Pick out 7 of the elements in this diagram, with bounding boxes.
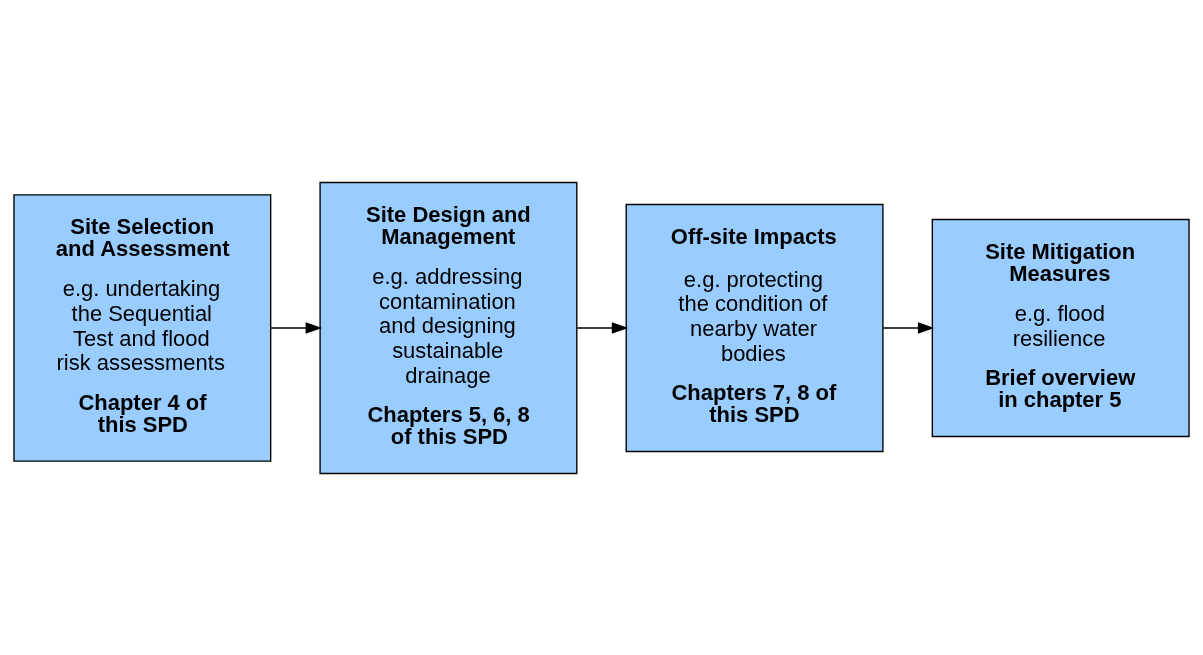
node-box: Site Design and Management e.g. addressing contamination and designing sustainable drainage Chapters 5, 6, 8 of this SPD xyxy=(319,181,578,474)
arrow xyxy=(270,321,323,334)
node-box: Off-site Impacts e.g. protecting the condition of nearby water bodies Chapters 7, 8 of this SPD xyxy=(625,203,884,452)
node-box: Site Selection and Assessment e.g. undertaking the Sequential Test and flood risk assessments Chapter 4 of this SPD xyxy=(13,193,272,462)
node-box: Site Mitigation Measures e.g. flood resilience Brief overview in chapter 5 xyxy=(931,218,1190,437)
arrow xyxy=(882,321,935,334)
arrow xyxy=(576,321,629,334)
